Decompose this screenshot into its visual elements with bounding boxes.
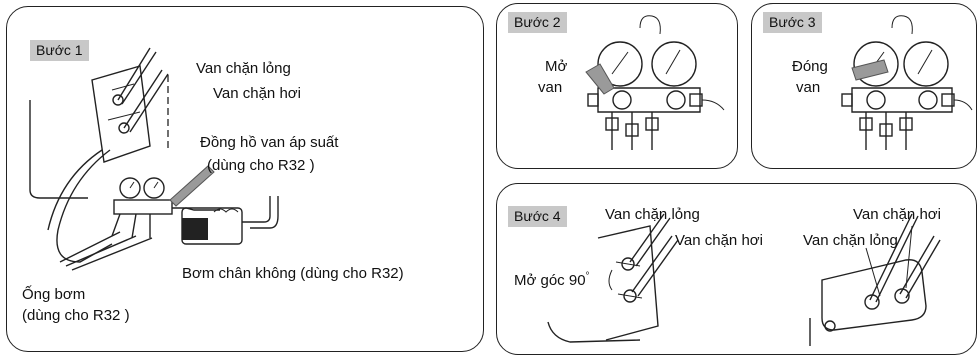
open-valve-label-line2: van — [538, 79, 563, 96]
ground-icon — [824, 320, 836, 332]
manifold-body — [113, 199, 173, 215]
gauge-label-line1: Đồng hồ van áp suất — [200, 134, 339, 151]
low-side-knob — [612, 90, 632, 110]
gauge-left — [119, 177, 141, 199]
gauge-high — [651, 41, 697, 87]
liquid-valve-stem — [112, 94, 124, 106]
hanger-hook — [639, 15, 661, 35]
close-valve-label-line2: van — [796, 79, 821, 96]
valve-plate — [91, 65, 151, 163]
closed-valve-lever — [851, 59, 889, 81]
step1-panel — [6, 6, 484, 352]
hose-label-line1: Ống bơm — [22, 286, 86, 303]
liquid-valve-label: Van chặn lỏng — [196, 60, 291, 77]
degree-symbol: ° — [585, 271, 590, 282]
step3-badge: Bước 3 — [763, 12, 822, 33]
open-valve-lever — [585, 63, 615, 95]
gauge-low — [597, 41, 643, 87]
step4-panel — [496, 183, 977, 355]
open-angle-label: Mở góc 90° — [514, 271, 590, 289]
gas-pipe — [631, 235, 679, 297]
gas-valve-label-a: Van chặn hơi — [675, 232, 763, 249]
hose-label-line2: (dùng cho R32 ) — [22, 307, 130, 324]
valve-plate-left — [597, 225, 659, 341]
low-side-knob — [866, 90, 886, 110]
step1-badge: Bước 1 — [30, 40, 89, 61]
rotation-arrow — [608, 269, 613, 291]
gauge-right — [143, 177, 165, 199]
hanger-hook — [891, 15, 913, 35]
liquid-valve-label-b: Van chặn lỏng — [803, 232, 898, 249]
gas-valve-stem — [118, 122, 130, 134]
unit-edge — [29, 100, 88, 199]
gas-valve-label: Van chặn hơi — [213, 85, 301, 102]
open-valve-label-line1: Mở — [545, 58, 568, 75]
gauge-label-line2: (dùng cho R32 ) — [207, 157, 315, 174]
open-angle-text: Mở góc 90 — [514, 272, 586, 289]
close-valve-label-line1: Đóng — [792, 58, 828, 75]
step2-badge: Bước 2 — [508, 12, 567, 33]
step4-badge: Bước 4 — [508, 206, 567, 227]
gas-valve-label-b: Van chặn hơi — [853, 206, 941, 223]
vacuum-pump-label: Bơm chân không (dùng cho R32) — [182, 265, 404, 282]
charge-hose — [56, 149, 113, 263]
gauge-low — [853, 41, 899, 87]
gauge-high — [903, 41, 949, 87]
liquid-pipe — [629, 213, 671, 267]
hose-pointer-lines — [59, 231, 153, 271]
liquid-valve-label-a: Van chặn lỏng — [605, 206, 700, 223]
gauge-pointer-stripe — [169, 165, 215, 207]
